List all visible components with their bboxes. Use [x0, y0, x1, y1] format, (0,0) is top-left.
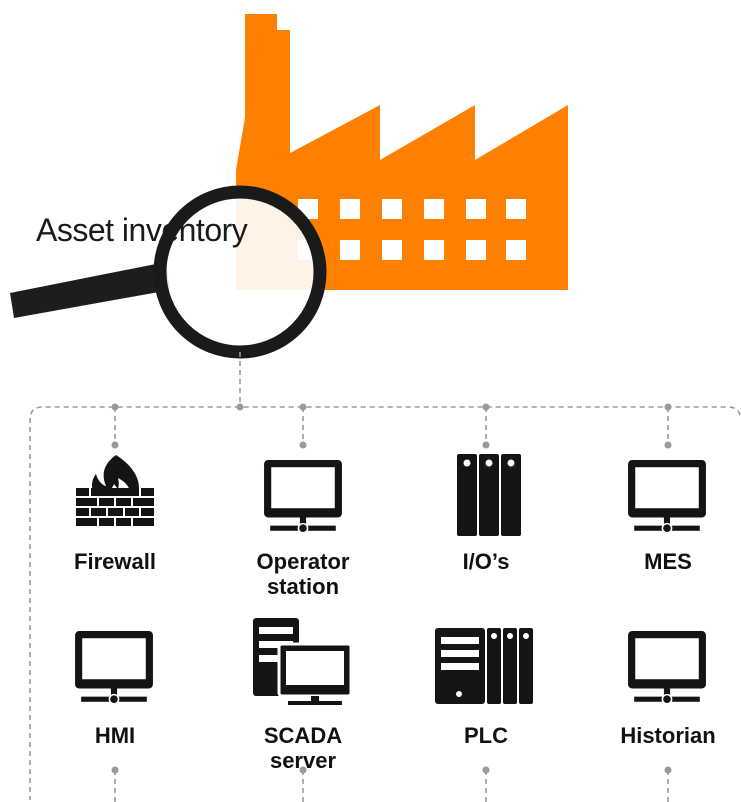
asset-label-historian: Historian	[620, 723, 716, 748]
monitor-icon	[627, 630, 707, 705]
asset-inventory-title: Asset inventory	[36, 212, 248, 248]
connector-dots	[111, 403, 672, 774]
firewall-icon	[76, 455, 154, 526]
asset-label-firewall: Firewall	[74, 549, 156, 574]
asset-label-plc: PLC	[464, 723, 508, 748]
asset-label-io: I/O’s	[462, 549, 510, 574]
monitor-icon	[74, 630, 154, 705]
server-with-monitor-icon	[253, 618, 353, 705]
asset-label-mes: MES	[644, 549, 692, 574]
monitor-icon	[263, 459, 343, 534]
asset-label-hmi: HMI	[94, 723, 136, 748]
plc-rack-icon	[435, 628, 533, 704]
io-modules-icon	[457, 454, 521, 536]
connector-lines	[29, 352, 741, 802]
monitor-icon	[627, 459, 707, 534]
